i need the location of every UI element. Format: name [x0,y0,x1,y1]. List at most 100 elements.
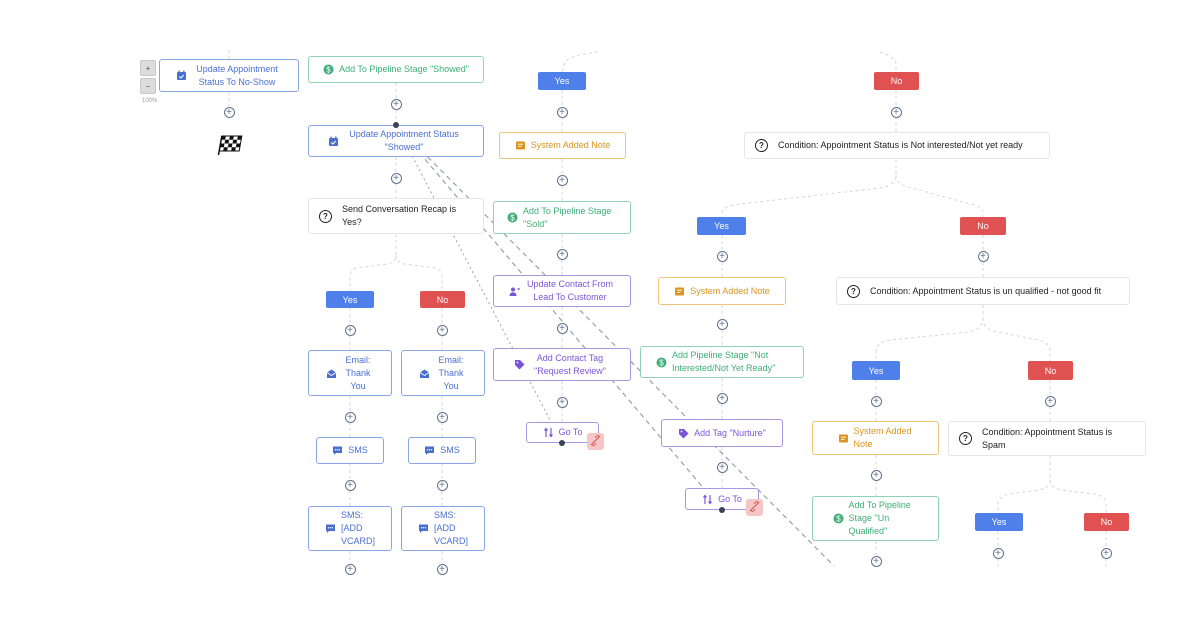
add-step-button[interactable]: + [390,98,402,110]
action-system-note[interactable]: System Added Note [812,421,939,455]
action-label: Add To Pipeline Stage "Showed" [339,64,469,74]
add-step-button[interactable]: + [556,322,568,334]
action-label: Add To Pipeline Stage "Un Qualified" [848,500,911,536]
add-step-button[interactable]: + [436,411,448,423]
add-step-button[interactable]: + [716,250,728,262]
go-to-arrows-icon [543,427,554,438]
zoom-out-button[interactable]: − [140,78,156,94]
envelope-icon [419,368,430,379]
action-email-thank-you[interactable]: Email: Thank You [308,350,392,396]
finish-flag-icon [217,135,243,160]
zoom-in-button[interactable]: + [140,60,156,76]
question-icon: ? [319,209,332,223]
action-system-note[interactable]: System Added Note [658,277,786,305]
connector-handle[interactable] [393,122,399,128]
condition-not-interested[interactable]: ? Condition: Appointment Status is Not i… [744,132,1050,159]
action-sms[interactable]: SMS [316,437,384,464]
branch-yes[interactable]: Yes [538,72,586,90]
action-update-status-showed[interactable]: Update Appointment Status "Showed" [308,125,484,157]
action-label: Go To [558,427,583,437]
action-add-tag-nurture[interactable]: Add Tag "Nurture" [661,419,783,447]
branch-no[interactable]: No [874,72,919,90]
add-step-button[interactable]: + [716,392,728,404]
add-step-button[interactable]: + [870,556,882,567]
action-add-pipeline-stage-un-qualified[interactable]: $ Add To Pipeline Stage "Un Qualified" [812,496,939,541]
add-step-button[interactable]: + [344,324,356,336]
action-label: SMS [348,445,368,455]
condition-label: Condition: Appointment Status is Spam [982,426,1113,450]
branch-no[interactable]: No [420,291,465,308]
add-step-button[interactable]: + [556,106,568,118]
branch-yes[interactable]: Yes [852,361,900,380]
zoom-in-label: + [145,63,151,73]
action-go-to[interactable]: Go To [526,422,599,443]
calendar-check-icon [328,136,339,147]
action-label: Go To [718,493,742,504]
branch-yes[interactable]: Yes [697,217,746,235]
add-step-button[interactable]: + [1100,547,1112,559]
question-icon: ? [847,284,860,298]
dollar-icon: $ [656,357,667,368]
branch-yes[interactable]: Yes [975,513,1023,531]
action-add-pipeline-stage-not-interested[interactable]: $ Add Pipeline Stage "Not Interested/Not… [640,346,804,378]
action-update-status-no-show[interactable]: Update Appointment Status To No-Show [159,59,299,92]
dollar-icon: $ [833,513,844,524]
add-step-button[interactable]: + [716,461,728,473]
add-step-button[interactable]: + [436,564,448,575]
add-step-button[interactable]: + [870,469,882,481]
action-label: System Added Note [530,140,611,150]
connector-handle[interactable] [719,507,725,513]
add-step-button[interactable]: + [436,324,448,336]
add-step-button[interactable]: + [344,411,356,423]
connector-handle[interactable] [559,440,565,446]
action-update-lead-to-customer[interactable]: Update Contact From Lead To Customer [493,275,631,307]
add-step-button[interactable]: + [344,564,356,575]
add-step-button[interactable]: + [556,174,568,186]
svg-text:$: $ [326,65,331,74]
add-step-button[interactable]: + [390,172,402,184]
add-step-button[interactable]: + [992,547,1004,559]
branch-no[interactable]: No [960,217,1006,235]
action-email-thank-you[interactable]: Email: Thank You [401,350,485,396]
condition-send-recap[interactable]: ? Send Conversation Recap is Yes? [308,198,484,234]
add-step-button[interactable]: + [556,396,568,408]
add-step-button[interactable]: + [716,318,728,330]
condition-label: Send Conversation Recap is Yes? [342,204,457,227]
action-sms[interactable]: SMS [408,437,476,464]
condition-un-qualified[interactable]: ? Condition: Appointment Status is un qu… [836,277,1130,305]
svg-text:$: $ [659,358,664,367]
dollar-icon: $ [323,64,334,75]
unlink-button[interactable] [587,433,604,450]
action-add-tag-request-review[interactable]: Add Contact Tag "Request Review" [493,348,631,381]
branch-yes[interactable]: Yes [326,291,374,308]
condition-label: Condition: Appointment Status is Not int… [778,140,1023,150]
tag-icon [514,359,525,370]
add-step-button[interactable]: + [977,250,989,262]
condition-spam[interactable]: ? Condition: Appointment Status is Spam [948,421,1146,456]
add-step-button[interactable]: + [223,106,235,118]
action-sms-add-vcard[interactable]: SMS: [ADD VCARD] [401,506,485,551]
branch-no[interactable]: No [1084,513,1129,531]
action-system-note[interactable]: System Added Note [499,132,626,159]
add-step-button[interactable]: + [1044,395,1056,407]
branch-no[interactable]: No [1028,361,1073,380]
add-step-button[interactable]: + [344,479,356,491]
action-add-pipeline-stage-sold[interactable]: $ Add To Pipeline Stage "Sold" [493,201,631,234]
add-step-button[interactable]: + [870,395,882,407]
envelope-icon [326,368,337,379]
unlink-button[interactable] [746,499,763,516]
zoom-level: 100% [142,98,158,104]
add-step-button[interactable]: + [890,106,902,118]
chat-bubble-icon [332,445,343,456]
action-sms-add-vcard[interactable]: SMS: [ADD VCARD] [308,506,392,551]
action-label: Update Appointment Status To No-Show [196,63,278,87]
unlink-icon [590,433,601,451]
user-swap-icon [509,286,520,297]
svg-text:$: $ [510,213,515,222]
action-add-pipeline-stage-showed[interactable]: $ Add To Pipeline Stage "Showed" [308,56,484,83]
add-step-button[interactable]: + [436,479,448,491]
condition-label: Condition: Appointment Status is un qual… [870,285,1102,296]
add-step-button[interactable]: + [556,248,568,260]
